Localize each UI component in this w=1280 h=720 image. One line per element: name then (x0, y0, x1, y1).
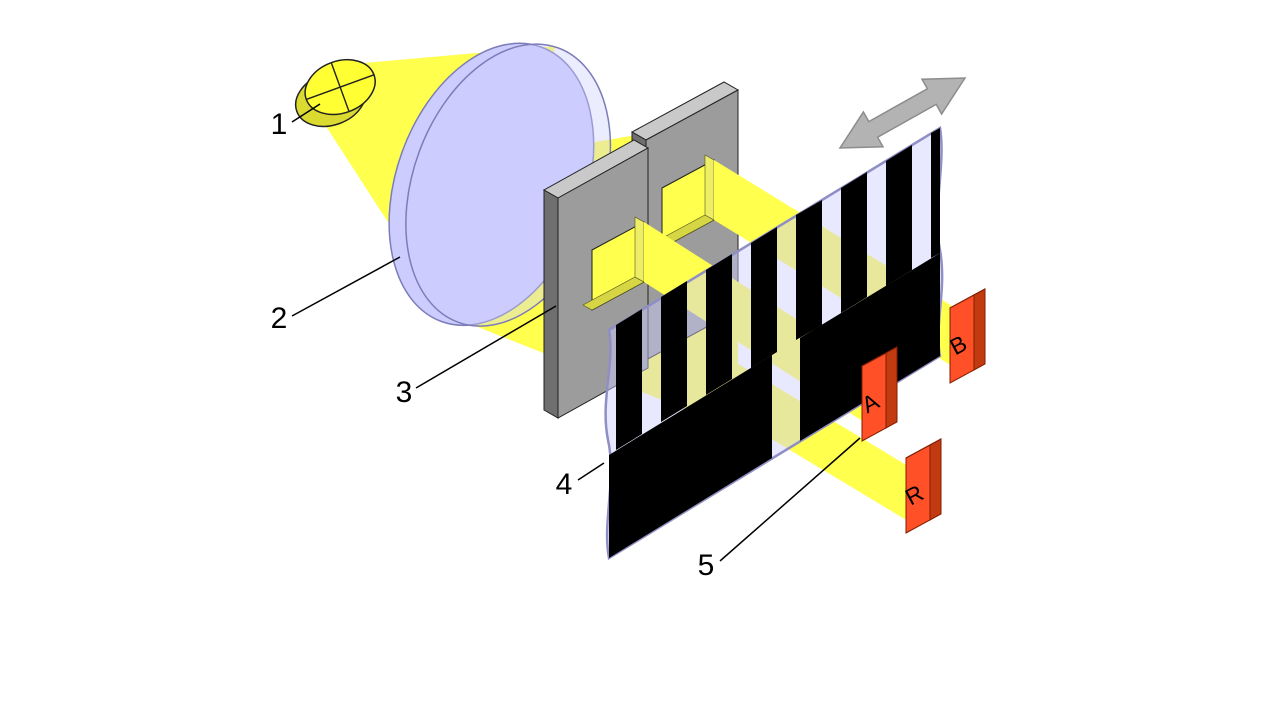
mask-left-side-face (543, 189, 559, 419)
detector-b-side-face (973, 288, 986, 371)
callout-5: 5 (698, 549, 715, 582)
detector-r-side-face (929, 438, 942, 521)
scale-stripe (886, 145, 912, 286)
motion-arrow-icon (838, 77, 967, 149)
light-source (294, 58, 376, 128)
leader-line-1 (291, 103, 321, 123)
scale-stripe (931, 128, 940, 258)
scale-stripe (841, 172, 867, 313)
leader-line-5 (719, 437, 861, 562)
callout-1: 1 (271, 108, 288, 141)
scale-stripe (706, 254, 732, 395)
lamp-cross-v (330, 62, 350, 112)
code-strip (604, 125, 944, 561)
detector-b: B (945, 288, 986, 384)
callout-4: 4 (556, 468, 573, 501)
scale-stripe (751, 227, 777, 368)
detector-a: A (857, 346, 898, 442)
callouts: 1 2 3 4 5 (271, 108, 715, 582)
detector-r: R (901, 438, 942, 534)
callout-3: 3 (396, 376, 413, 409)
scale-stripe (796, 200, 822, 340)
leader-lines (291, 103, 861, 562)
scale-stripe (616, 309, 642, 450)
mask-aperture-lower-wall-right (634, 216, 645, 283)
detector-r-front-face (905, 444, 931, 534)
leader-line-3 (415, 305, 557, 389)
scale-stripe (661, 281, 687, 422)
leader-line-4 (577, 462, 605, 481)
index-band-right (800, 253, 940, 441)
detector-a-front-face (861, 352, 887, 442)
leader-line-2 (291, 256, 401, 317)
callout-2: 2 (271, 302, 288, 335)
detector-a-side-face (885, 346, 898, 429)
detector-b-front-face (949, 294, 975, 384)
mask-aperture-upper-wall-right (704, 154, 715, 221)
index-band-left (609, 355, 772, 558)
